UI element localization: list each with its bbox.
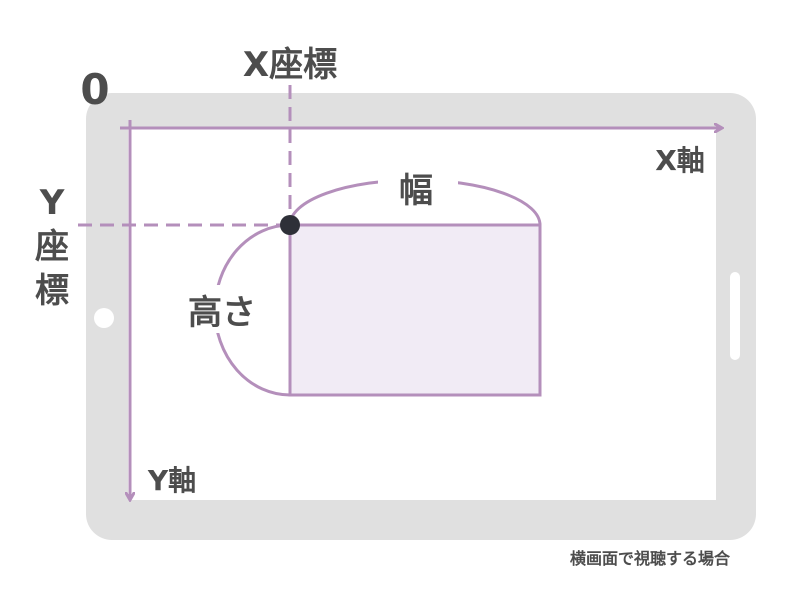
x-axis-label: X軸 — [655, 144, 705, 177]
x-coordinate-label: X座標 — [243, 45, 337, 85]
width-label-bg — [378, 168, 458, 208]
element-rectangle — [288, 223, 542, 397]
y-coordinate-label-y: Y — [39, 183, 65, 223]
height-label: 高さ — [188, 293, 256, 333]
caption: 横画面で視聴する場合 — [570, 549, 731, 568]
y-coordinate-label-hyo: 標 — [35, 271, 69, 311]
height-label-bg — [176, 285, 268, 333]
width-label: 幅 — [399, 171, 433, 211]
origin-label: 0 — [80, 65, 109, 114]
home-button — [94, 308, 114, 328]
side-button — [730, 272, 740, 360]
y-coordinate-label-za: 座 — [35, 227, 69, 267]
origin-point — [280, 215, 300, 235]
y-axis-label: Y軸 — [147, 464, 196, 497]
